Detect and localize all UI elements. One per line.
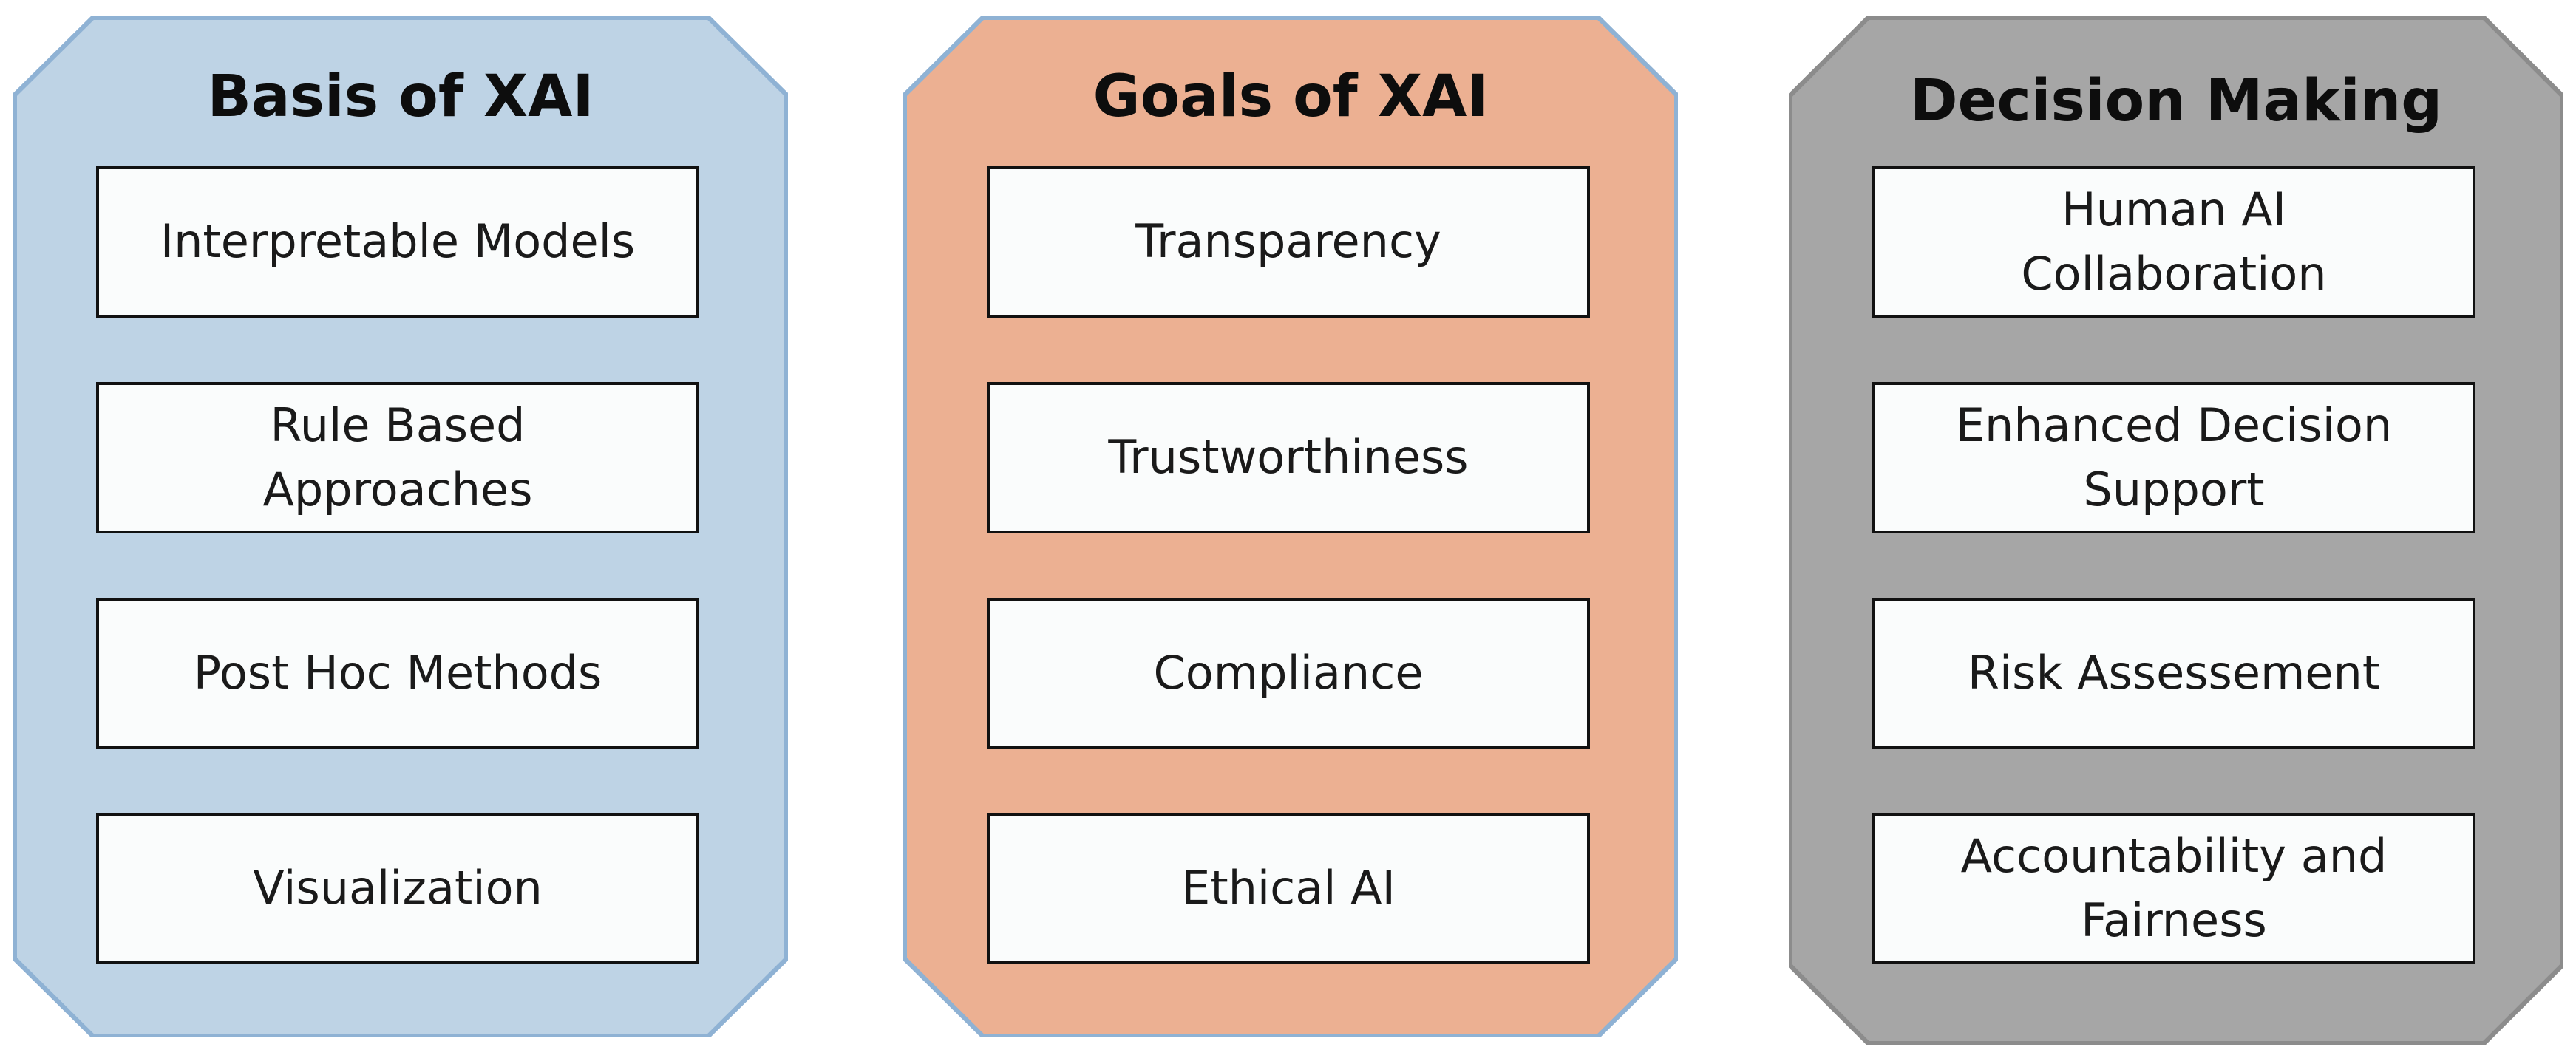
item-label: Accountability and Fairness (1960, 828, 2388, 947)
item-box: Accountability and Fairness (1872, 813, 2475, 964)
item-box: Interpretable Models (96, 166, 699, 318)
item-label: Post Hoc Methods (193, 646, 602, 700)
item-box: Ethical AI (987, 813, 1590, 964)
item-box: Trustworthiness (987, 382, 1590, 533)
item-label: Risk Assessement (1967, 646, 2381, 700)
item-label: Trustworthiness (1108, 430, 1469, 485)
item-label: Transparency (1135, 214, 1441, 269)
item-box: Post Hoc Methods (96, 598, 699, 749)
item-label: Enhanced Decision Support (1955, 398, 2393, 516)
item-box: Rule Based Approaches (96, 382, 699, 533)
item-box: Compliance (987, 598, 1590, 749)
item-box: Human AI Collaboration (1872, 166, 2475, 318)
item-box: Enhanced Decision Support (1872, 382, 2475, 533)
item-label: Interpretable Models (160, 214, 636, 269)
item-label: Compliance (1153, 646, 1424, 700)
item-label: Visualization (253, 861, 543, 915)
item-label: Human AI Collaboration (2021, 182, 2327, 301)
item-label: Rule Based Approaches (262, 398, 533, 516)
panel-title: Basis of XAI (207, 64, 594, 130)
item-box: Visualization (96, 813, 699, 964)
panel-title: Decision Making (1909, 68, 2443, 134)
item-box: Risk Assessement (1872, 598, 2475, 749)
item-label: Ethical AI (1181, 861, 1396, 915)
item-box: Transparency (987, 166, 1590, 318)
panel-title: Goals of XAI (1092, 64, 1489, 130)
